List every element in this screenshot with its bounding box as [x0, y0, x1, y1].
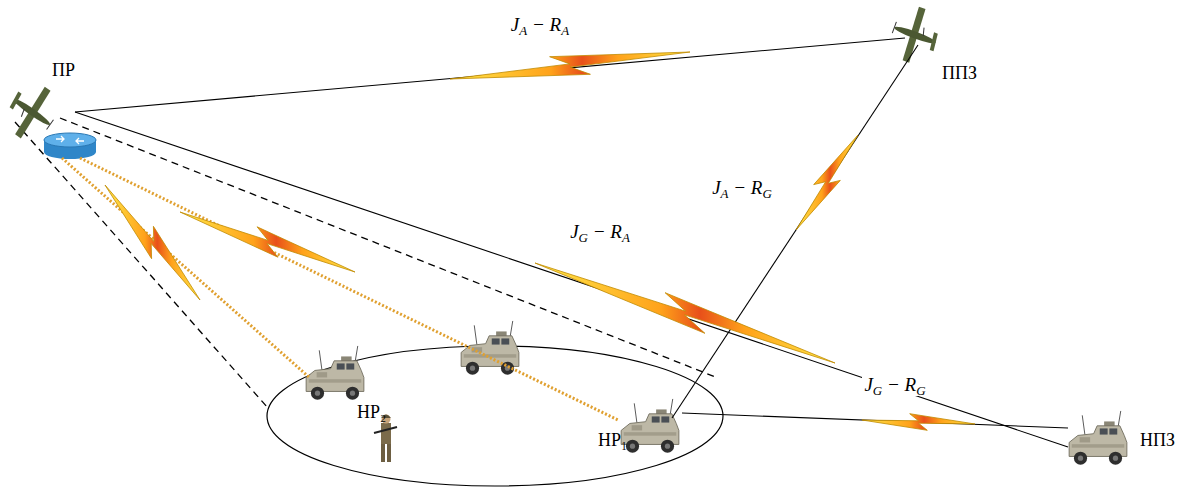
station-node: НР₁: [585, 395, 695, 460]
station-label: ПР: [52, 60, 75, 80]
radio-link: [80, 158, 618, 420]
vehicle-icon: [306, 346, 364, 400]
lightning-symbol: [180, 212, 355, 272]
radio-link: [75, 112, 1068, 447]
link-label: JA − RG: [710, 177, 774, 199]
link-label: JG − RA: [568, 221, 632, 243]
station-label: НР₂: [357, 402, 386, 422]
soldier-icon: [381, 443, 385, 462]
link-label: JG − RG: [862, 374, 927, 396]
lightning-symbol: [796, 135, 858, 230]
router-icon: [56, 136, 84, 144]
station-node: НР₂: [295, 345, 405, 425]
soldier-icon: [387, 443, 391, 462]
drone-icon: [928, 32, 940, 51]
drone-icon: [885, 1, 946, 69]
drone-icon: [12, 97, 52, 128]
link-label: JA − RA: [509, 14, 571, 36]
soldier-icon: [374, 427, 397, 433]
station-node: ППЗ: [880, 15, 990, 87]
router-icon: [44, 133, 96, 147]
drone-icon: [47, 120, 54, 130]
station-node: НПЗ: [1060, 410, 1188, 465]
lightning-symbol: [862, 414, 975, 431]
soldier-icon: [381, 423, 391, 444]
radio-link: [672, 45, 918, 418]
station-node: ПР: [5, 58, 105, 170]
router-icon: [44, 133, 96, 159]
lightning-symbol: [105, 185, 200, 300]
vehicle-icon: [621, 399, 679, 453]
lightning-symbol: [450, 52, 690, 79]
drone-icon: [8, 91, 23, 109]
drone-icon: [892, 22, 896, 33]
drone-icon: [20, 109, 26, 117]
radio-link: [75, 38, 905, 112]
station-label: ППЗ: [942, 63, 977, 83]
vehicle-icon: [1069, 411, 1127, 465]
lightning-symbol: [535, 263, 835, 363]
station-label: НПЗ: [1140, 430, 1175, 450]
coverage-edge: [60, 118, 718, 378]
drone-icon: [893, 24, 937, 46]
unit-area: [267, 346, 723, 486]
radio-link: [62, 158, 310, 378]
coverage-edge: [15, 122, 268, 408]
station-label: НР₁: [598, 430, 627, 450]
drone-icon: [921, 28, 926, 36]
